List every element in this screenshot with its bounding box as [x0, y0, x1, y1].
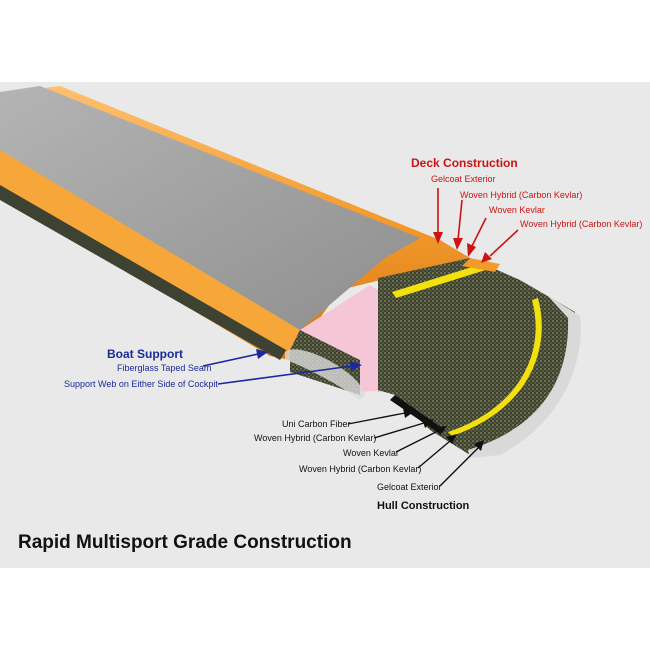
- boat-support-heading: Boat Support: [107, 347, 183, 361]
- hull-layer-gelcoat: Gelcoat Exterior: [377, 482, 442, 492]
- deck-rim: [0, 150, 300, 352]
- hull-kevlar-stripe: [448, 298, 542, 436]
- deck-layer-woven-kevlar: Woven Kevlar: [489, 205, 545, 215]
- hull-layer-woven-hybrid-2: Woven Hybrid (Carbon Kevlar): [299, 464, 422, 474]
- page-title: Rapid Multisport Grade Construction: [18, 532, 352, 553]
- deck-layer-gelcoat: Gelcoat Exterior: [431, 174, 496, 184]
- hull-cross-section: [378, 258, 576, 455]
- hull-gelcoat-rim: [468, 296, 581, 458]
- deck-construction-heading: Deck Construction: [411, 156, 518, 170]
- deck-kevlar-stripe: [392, 262, 492, 298]
- hull-layer-woven-kevlar: Woven Kevlar: [343, 448, 399, 458]
- support-item-support-web: Support Web on Either Side of Cockpit: [64, 379, 218, 389]
- deck-top-surface: [0, 86, 420, 330]
- deck-arrows: [433, 188, 519, 263]
- hull-construction-heading: Hull Construction: [377, 500, 470, 512]
- hull-arrows: [347, 408, 484, 487]
- hull-layer-uni-carbon: Uni Carbon Fiber: [282, 419, 351, 429]
- support-item-taped-seam: Fiberglass Taped Seam: [117, 363, 212, 373]
- deck-layer-woven-hybrid-1: Woven Hybrid (Carbon Kevlar): [460, 190, 583, 200]
- hull-layer-woven-hybrid-1: Woven Hybrid (Carbon Kevlar): [254, 433, 377, 443]
- deck-layer-woven-hybrid-2: Woven Hybrid (Carbon Kevlar): [520, 219, 643, 229]
- support-arrows: [202, 349, 362, 385]
